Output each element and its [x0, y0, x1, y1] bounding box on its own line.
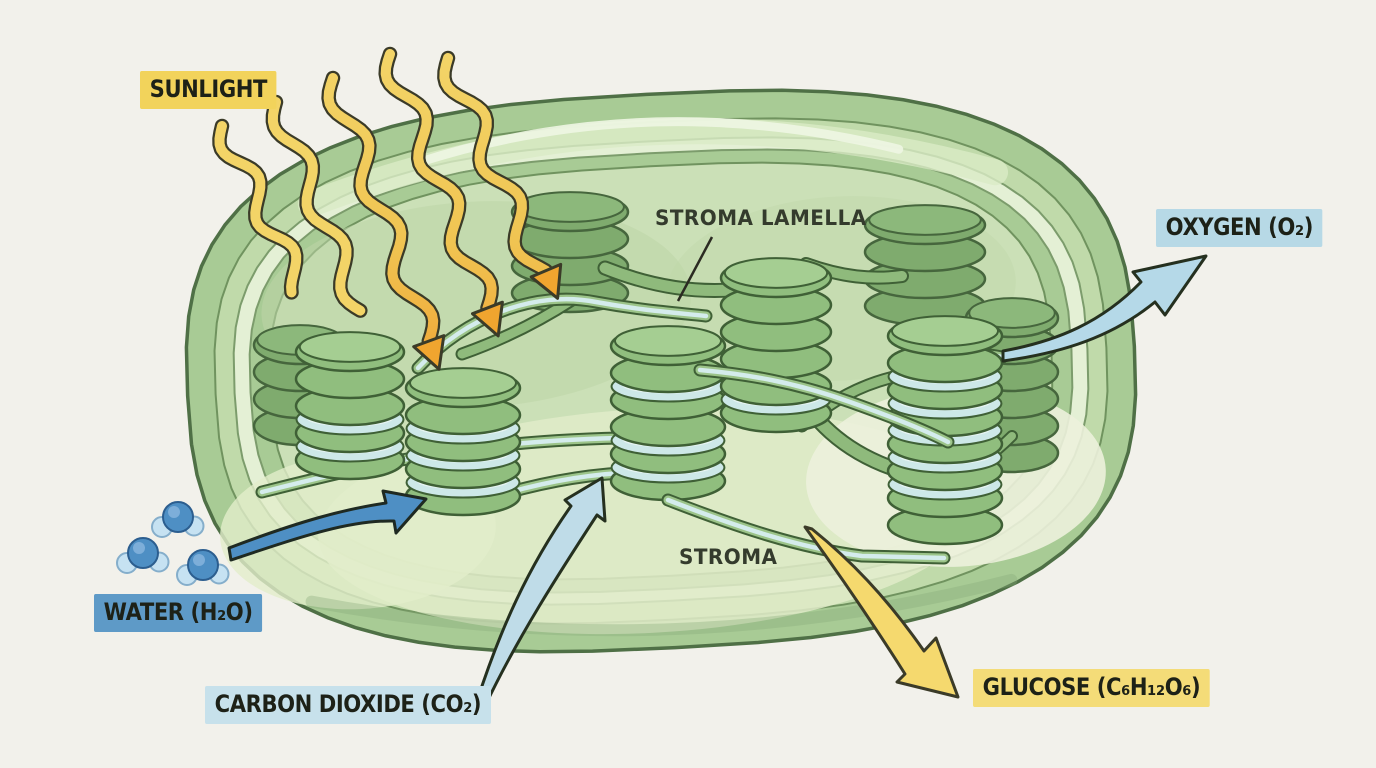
label-stroma-lamella: STROMA LAMELLA: [655, 206, 867, 230]
oxygen-atom: [187, 549, 219, 581]
granum-top-face: [890, 315, 1000, 347]
sunlight-rays: [212, 46, 563, 371]
water-molecules: [116, 501, 230, 586]
water-arrow: [227, 489, 428, 562]
flow-arrows: [227, 254, 1208, 706]
sun-ray: [439, 53, 551, 276]
granum-stack-back: [863, 204, 987, 327]
granum-stack: [886, 315, 1004, 546]
granum-stack: [404, 367, 522, 517]
stroma-lamella-tube: [697, 367, 951, 445]
label-carbon-dioxide: CARBON DIOXIDE (CO₂): [205, 686, 491, 724]
stroma-lamella-callout-line: [676, 236, 714, 302]
oxygen-atom: [127, 537, 159, 569]
glucose-arrow: [803, 525, 960, 699]
sun-ray: [267, 97, 366, 316]
granum-top-face: [613, 325, 723, 357]
granum-top-face: [298, 331, 402, 363]
label-sunlight: SUNLIGHT: [140, 71, 277, 109]
granum-top-face: [723, 257, 829, 289]
grana-and-lamellae: [252, 191, 1060, 565]
sun-ray-arrowhead: [412, 334, 446, 371]
sun-ray: [380, 49, 497, 313]
granum-stack: [294, 331, 406, 481]
granum-connector: [457, 295, 577, 359]
stroma-lamella-tube: [665, 497, 947, 561]
label-oxygen: OXYGEN (O₂): [1156, 209, 1323, 247]
atom-highlight: [133, 542, 145, 554]
granum-top-face: [968, 297, 1056, 329]
granum-top-face: [515, 191, 625, 223]
atom-highlight: [193, 554, 205, 566]
label-water: WATER (H₂O): [94, 594, 263, 632]
granum-stack: [719, 257, 833, 434]
sun-ray: [323, 73, 439, 347]
granum-top-face: [868, 204, 982, 236]
oxygen-arrow: [1001, 254, 1208, 363]
carbon-dioxide-arrow: [475, 476, 607, 706]
membrane-shadow: [305, 573, 1018, 637]
sun-ray-arrowhead: [471, 300, 504, 338]
oxygen-atom: [162, 501, 194, 533]
sun-ray-arrowhead: [529, 262, 563, 300]
atom-highlight: [168, 506, 180, 518]
label-glucose: GLUCOSE (C₆H₁₂O₆): [973, 669, 1210, 707]
label-stroma: STROMA: [679, 545, 778, 569]
stroma-lamella-tube: [415, 296, 709, 371]
granum-stack: [609, 325, 727, 502]
sun-ray: [214, 121, 302, 298]
granum-top-face: [408, 367, 518, 399]
